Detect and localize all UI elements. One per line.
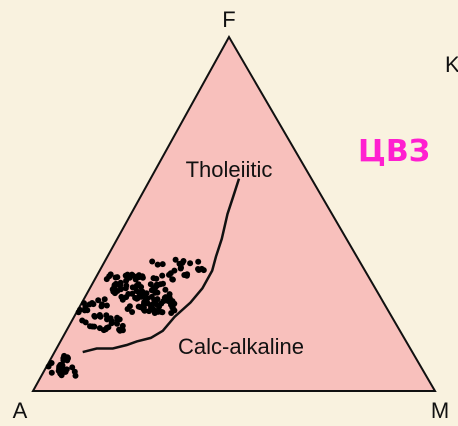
data-point <box>112 280 119 287</box>
data-point <box>167 270 174 277</box>
data-point <box>159 272 166 279</box>
data-point <box>151 297 158 304</box>
data-point <box>140 304 147 311</box>
vertex-label-M: M <box>431 398 449 423</box>
data-point <box>135 303 142 310</box>
data-point <box>139 273 146 280</box>
data-point <box>105 324 112 331</box>
data-point <box>137 289 144 296</box>
data-point <box>117 286 124 293</box>
data-point <box>103 276 110 283</box>
data-point <box>89 323 96 330</box>
data-point <box>56 365 63 372</box>
data-point <box>103 302 110 309</box>
data-point <box>99 301 105 308</box>
data-point <box>114 274 121 281</box>
data-point <box>69 364 76 371</box>
data-point <box>162 294 169 301</box>
data-point <box>187 260 194 267</box>
data-point <box>176 260 183 267</box>
data-point <box>198 265 205 272</box>
data-point <box>123 282 130 289</box>
data-point <box>151 310 158 316</box>
data-points <box>45 256 207 379</box>
data-point <box>107 271 114 278</box>
field-label-tholeiitic: Tholeiitic <box>186 157 273 182</box>
data-point <box>48 369 55 376</box>
data-point <box>117 327 123 334</box>
data-point <box>82 319 89 326</box>
data-point <box>97 313 104 320</box>
stamp-label: ЦВЗ <box>358 134 430 169</box>
data-point <box>101 296 108 303</box>
data-point <box>133 295 140 302</box>
data-point <box>124 306 131 312</box>
vertex-label-A: A <box>13 398 28 423</box>
data-point <box>169 304 176 311</box>
data-point <box>154 261 161 268</box>
data-point <box>109 286 116 293</box>
data-point <box>195 258 202 265</box>
data-point <box>154 282 161 289</box>
data-point <box>168 310 175 316</box>
data-point <box>108 318 115 325</box>
data-point <box>82 305 89 312</box>
data-point <box>91 312 98 319</box>
data-point <box>172 256 179 263</box>
data-point <box>119 322 126 329</box>
data-point <box>81 300 87 307</box>
data-point <box>72 372 79 379</box>
data-point <box>152 289 159 296</box>
data-point <box>159 261 166 268</box>
data-point <box>103 312 110 319</box>
data-point <box>114 316 121 323</box>
data-point <box>184 271 191 278</box>
data-point <box>75 309 82 316</box>
data-point <box>61 368 68 375</box>
data-point <box>126 273 133 280</box>
vertex-label-F: F <box>222 7 235 32</box>
data-point <box>96 325 103 332</box>
data-point <box>147 306 154 313</box>
tholeiitic-calc-alkaline-boundary <box>82 178 241 354</box>
data-point <box>119 296 126 303</box>
data-point <box>147 281 154 288</box>
field-label-calc-alkaline: Calc-alkaline <box>178 334 304 359</box>
data-point <box>48 360 55 366</box>
data-point <box>149 258 156 265</box>
data-point <box>132 276 139 283</box>
data-point <box>169 276 176 283</box>
data-point <box>138 284 145 290</box>
edge-text-fragment: K <box>445 52 458 77</box>
ternary-triangle <box>31 34 437 392</box>
data-point <box>129 284 136 291</box>
data-point <box>86 301 93 308</box>
data-point <box>150 275 157 282</box>
data-point <box>95 297 102 304</box>
data-point <box>129 309 136 315</box>
data-point <box>60 355 67 362</box>
data-point <box>162 286 169 293</box>
